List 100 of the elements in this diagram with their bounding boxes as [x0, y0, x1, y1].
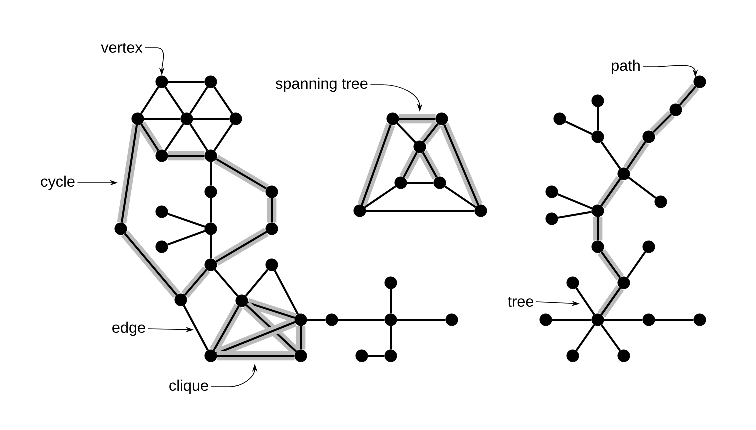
vertex-dot: [156, 240, 168, 254]
graph-edge: [183, 305, 209, 351]
vertex-dot: [474, 204, 488, 218]
graph-edge: [164, 86, 184, 114]
vertex-dot: [642, 130, 656, 144]
highlighted-edge: [598, 285, 624, 318]
vertex-dot: [642, 240, 656, 254]
graph-edge: [164, 124, 184, 152]
vertex-dot: [540, 314, 552, 326]
vertex-dot: [326, 314, 338, 326]
vertex-dot: [546, 186, 558, 198]
highlighted-edge: [598, 176, 624, 209]
graph-edge: [628, 176, 657, 200]
term-label: clique: [170, 380, 208, 394]
graph-edge: [307, 319, 326, 321]
vertex-dot: [694, 76, 706, 88]
graph-edge: [210, 235, 212, 259]
vertex-dot: [446, 314, 458, 326]
graph-edge: [604, 319, 643, 321]
vertex-dot: [156, 76, 168, 88]
vertex-dot: [434, 176, 446, 190]
vertex-dot: [156, 206, 168, 218]
highlighted-edge: [267, 198, 277, 223]
vertex-dot: [204, 222, 218, 236]
graph-edge: [576, 324, 596, 352]
vertex-dot: [180, 112, 194, 126]
highlighted-edge: [358, 123, 396, 207]
term-label: edge: [112, 322, 146, 336]
graph-edge: [274, 270, 299, 315]
vertex-dot: [592, 314, 604, 326]
highlighted-edge: [418, 150, 442, 180]
highlighted-edge: [440, 122, 483, 208]
vertex-dot: [354, 204, 366, 218]
highlighted-edge: [182, 266, 210, 298]
graph-edge: [190, 86, 208, 114]
graph-edge: [626, 252, 646, 278]
vertex-dot: [156, 150, 168, 162]
graph-edge: [407, 182, 434, 184]
graph-edge: [565, 120, 593, 136]
graph-edge: [338, 319, 385, 321]
term-label: cycle: [41, 176, 75, 190]
graph-edge: [214, 124, 234, 152]
highlighted-edge: [210, 304, 243, 353]
vertex-dot: [592, 94, 604, 108]
graph-edge: [210, 162, 212, 186]
graph-edge: [397, 319, 446, 321]
vertex-dot: [592, 130, 604, 144]
graph-edge: [655, 319, 694, 321]
graph-edge: [366, 210, 475, 212]
highlighted-edge: [246, 298, 296, 323]
graph-edge: [210, 198, 212, 223]
graph-edge: [552, 319, 592, 321]
graph-edge: [190, 124, 208, 152]
vertex-dot: [694, 314, 706, 326]
vertex-dot: [618, 276, 630, 290]
vertex-dot: [592, 240, 604, 254]
graph-edge: [193, 118, 230, 120]
graph-edge: [214, 86, 234, 114]
highlighted-edge: [598, 249, 624, 281]
highlighted-edge: [676, 84, 700, 108]
graph-edge: [390, 326, 392, 350]
vertex-dot: [356, 350, 368, 362]
highlighted-edge: [420, 121, 442, 145]
highlighted-edge: [296, 326, 306, 350]
highlighted-edge: [624, 140, 650, 172]
graph-edge: [140, 86, 160, 114]
vertex-dot: [294, 314, 308, 326]
highlighted-edge: [168, 151, 205, 161]
vertex-dot: [266, 222, 278, 236]
vertex-dot: [436, 112, 448, 126]
highlighted-edge: [243, 302, 300, 356]
highlighted-edge: [400, 150, 422, 180]
vertex-dot: [618, 168, 630, 180]
vertex-dot: [294, 350, 308, 362]
vertex-dot: [204, 258, 218, 272]
vertex-dot: [204, 150, 218, 162]
vertex-dot: [414, 140, 426, 154]
vertex-dot: [174, 294, 188, 306]
vertex-dot: [654, 196, 668, 208]
vertex-dot: [642, 314, 656, 326]
highlighted-edge: [650, 111, 675, 136]
term-label: path: [612, 60, 640, 74]
vertex-dot: [204, 350, 218, 362]
graph-edge: [168, 81, 205, 83]
graph-edge: [557, 193, 593, 210]
graph-edge: [600, 142, 622, 170]
graph-edge: [368, 355, 385, 357]
highlighted-edge: [399, 114, 436, 124]
vertex-dot: [204, 76, 218, 88]
graph-edge: [390, 289, 392, 314]
highlighted-edge: [117, 124, 142, 224]
vertex-dot: [394, 176, 408, 190]
vertex-dot: [546, 212, 558, 226]
term-label: vertex: [101, 42, 143, 54]
vertex-dot: [204, 186, 218, 198]
term-label: tree: [508, 296, 534, 308]
highlighted-edge: [217, 351, 295, 361]
vertex-dot: [384, 276, 398, 290]
vertex-dot: [230, 112, 242, 126]
highlighted-edge: [593, 217, 603, 241]
